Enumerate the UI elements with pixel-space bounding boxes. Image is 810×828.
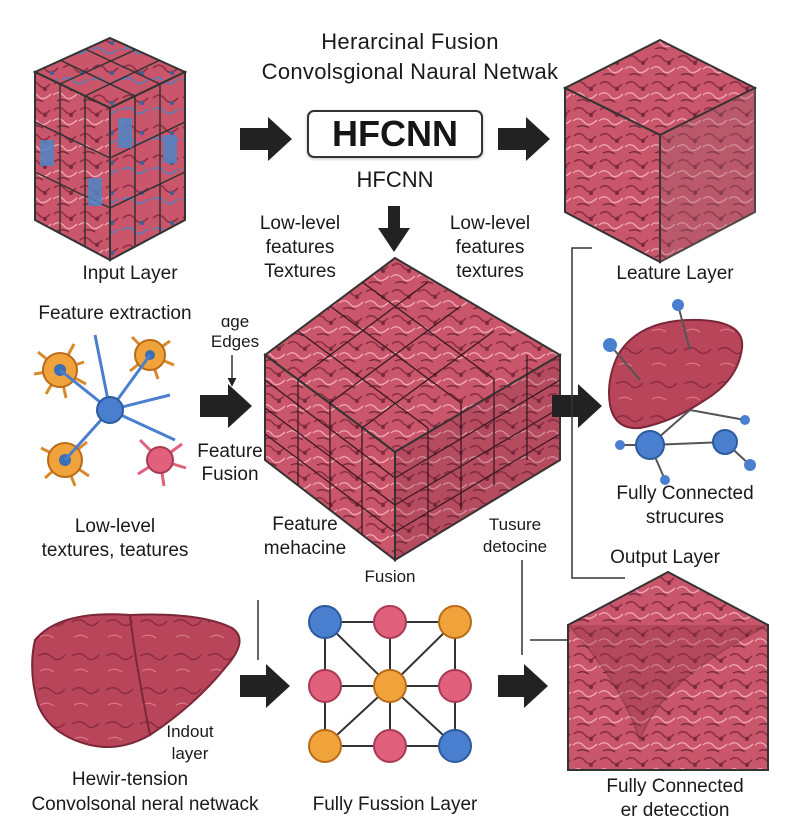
arrow-liver-to-nodes: [240, 664, 290, 708]
low-level-bottom-line1: Low-level: [74, 516, 156, 537]
fully-connected-line2: strucures: [645, 507, 725, 528]
tusure-line2: detocine: [482, 537, 548, 556]
input-layer-label: Input Layer: [82, 263, 178, 284]
low-level-right-line1: Low-level: [449, 213, 531, 234]
arrow-hfcnn-to-feature: [498, 117, 550, 161]
fusion-label: Fusion: [364, 567, 416, 586]
flow-arrows: [200, 117, 602, 708]
fusion-node-grid-graphic: [308, 605, 472, 763]
feature-mechanism-line1: Feature: [272, 514, 338, 535]
feature-fusion-line1: Feature: [197, 441, 263, 462]
fully-fusion-layer-label: Fully Fussion Layer: [312, 794, 478, 815]
fusion-grid-graphic: [263, 256, 562, 563]
output-layer-label: Output Layer: [610, 547, 720, 568]
input-cube-graphic: [32, 36, 188, 262]
arrow-neurons-to-grid: [200, 384, 252, 428]
low-level-bottom-line2: textures, teatures: [41, 540, 189, 561]
low-level-right-line2: features: [455, 237, 525, 258]
hewir-tension-line2: Convolsonal neral netwack: [31, 794, 259, 815]
title-line-2: Convolsgional Naural Netwak: [261, 59, 559, 84]
indout-line1: Indout: [166, 722, 214, 741]
fully-connected-bottom-line1: Fully Connected: [606, 776, 744, 797]
neurons-graphic: [33, 334, 187, 487]
edges-label-line2: Edges: [210, 332, 260, 351]
tusure-line1: Tusure: [488, 515, 542, 534]
feature-cube-graphic: [562, 38, 758, 264]
low-level-left-line3: Textures: [264, 261, 336, 282]
fully-connected-line1: Fully Connected: [616, 483, 754, 504]
liver-graphic: [31, 613, 241, 748]
arrow-input-to-hfcnn: [240, 117, 292, 161]
liver-network-graphic: [603, 299, 756, 485]
hfcnn-badge: HFCNN: [307, 110, 483, 158]
fully-connected-bottom-line2: er detecction: [620, 800, 730, 821]
low-level-right-line3: textures: [456, 261, 524, 282]
title-line-1: Herarcinal Fusion: [321, 29, 499, 54]
connector-lines: [227, 247, 625, 660]
arrow-nodes-to-output: [498, 664, 548, 708]
hewir-tension-line1: Hewir-tension: [71, 769, 189, 790]
feature-mechanism-line2: mehacine: [263, 538, 347, 559]
leature-layer-label: Leature Layer: [616, 263, 734, 284]
arrow-down-to-grid: [378, 206, 410, 252]
hfcnn-subtitle: HFCNN: [356, 167, 434, 192]
feature-extraction-label: Feature extraction: [38, 303, 192, 324]
edges-label-line1: ɑɡe: [220, 312, 250, 331]
output-block-graphic: [567, 570, 769, 771]
arrow-grid-to-liver: [552, 384, 602, 428]
indout-line2: layer: [171, 744, 209, 763]
feature-fusion-line2: Fusion: [201, 464, 259, 485]
low-level-left-line1: Low-level: [259, 213, 341, 234]
low-level-left-line2: features: [265, 237, 335, 258]
